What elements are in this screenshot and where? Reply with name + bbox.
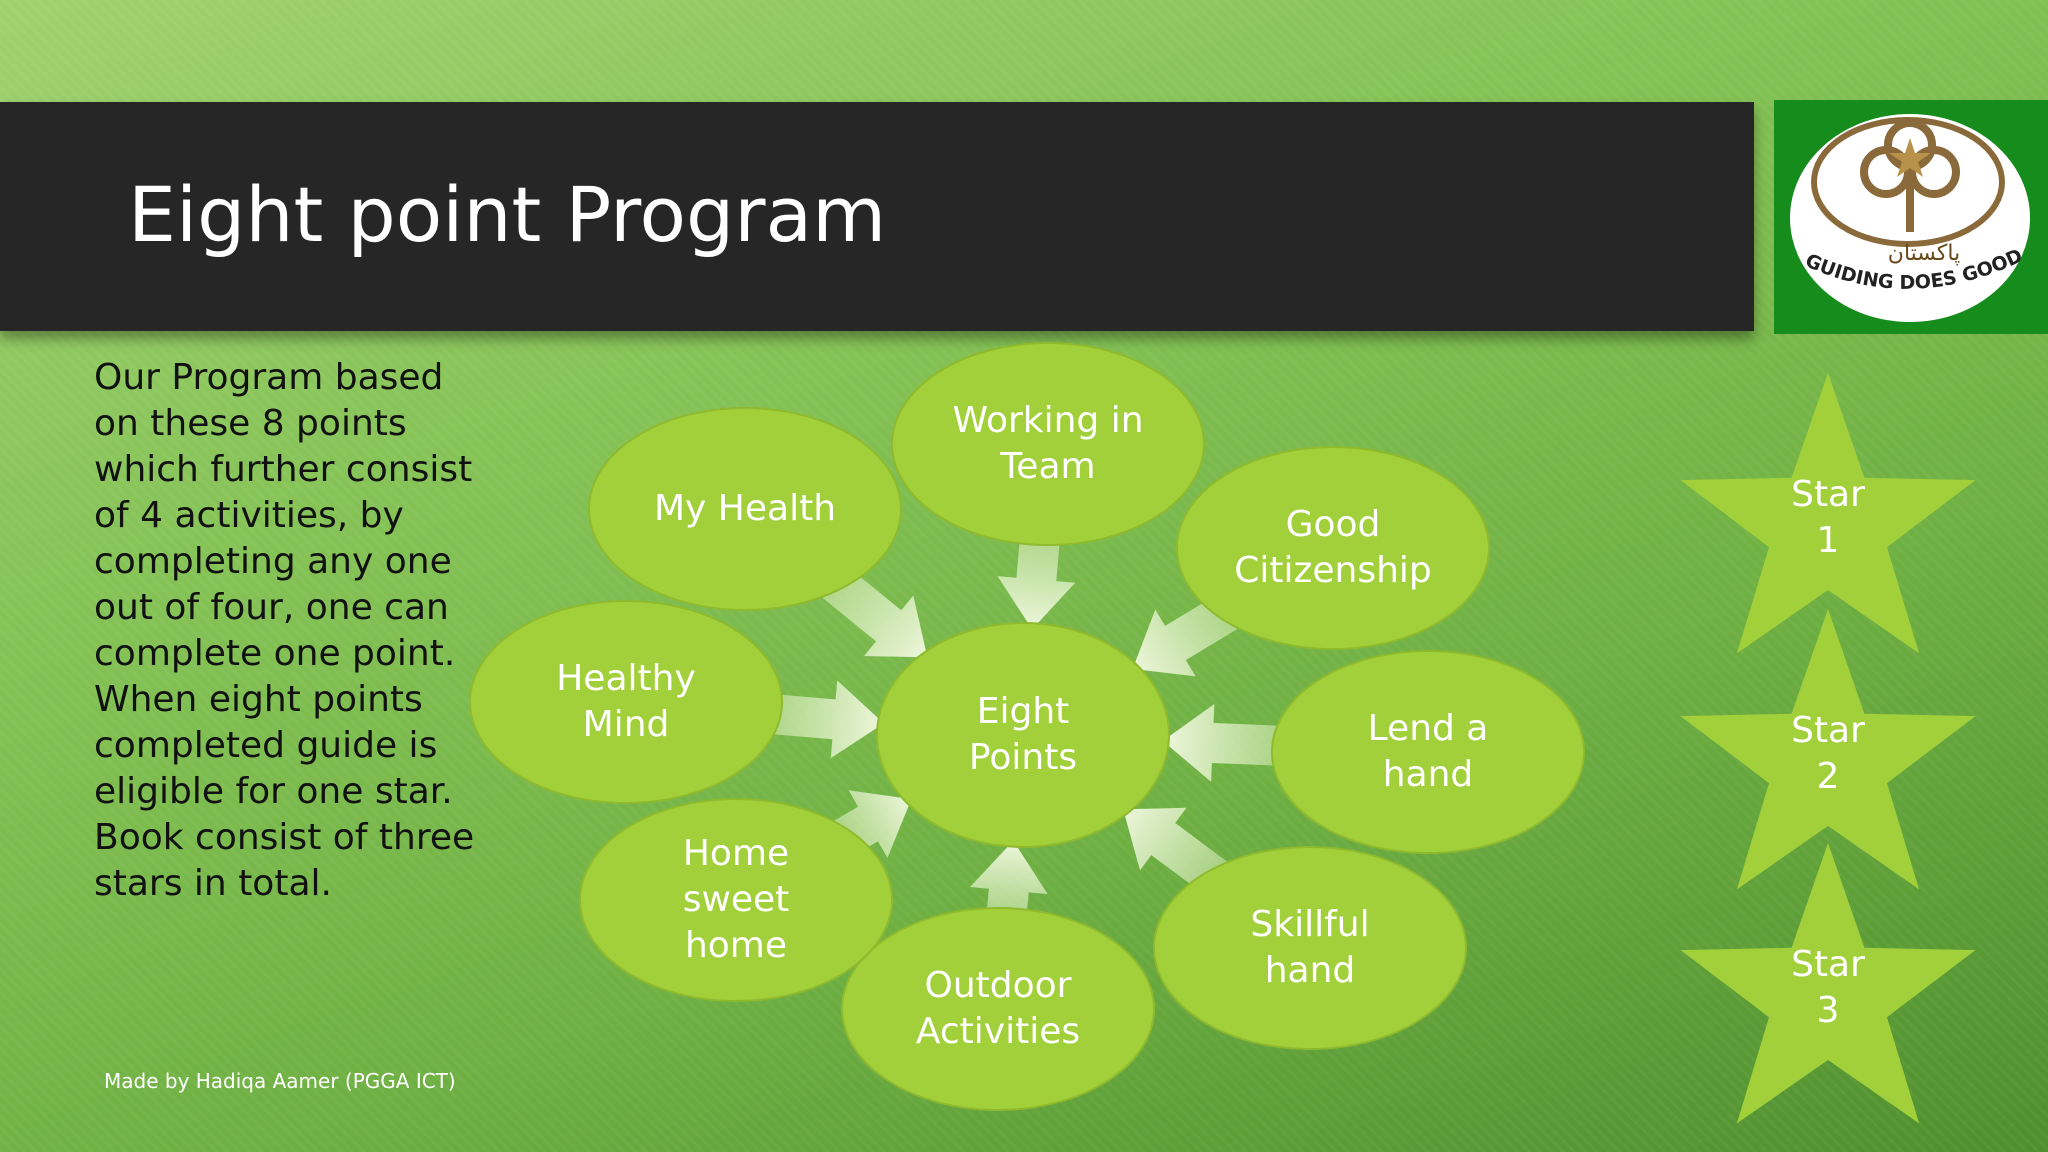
- title-bar: [0, 102, 1754, 331]
- point-node-outdoor-activities: [841, 907, 1155, 1111]
- point-label-home-sweet-home: Home sweet home: [682, 833, 790, 966]
- point-node-my-health: [588, 407, 902, 611]
- point-node-home-sweet-home: [579, 798, 893, 1002]
- star-2-label: Star 2: [1791, 710, 1865, 797]
- credit-text: Made by Hadiqa Aamer (PGGA ICT): [104, 1069, 456, 1093]
- arrow-my-health: [820, 564, 928, 658]
- point-node-working-in-team: [891, 342, 1205, 546]
- point-node-healthy-mind: [469, 600, 783, 804]
- arrow-good-citizenship: [1132, 593, 1240, 677]
- star-1-icon: [1680, 373, 1976, 654]
- page-title: Eight point Program: [128, 170, 887, 259]
- star-3-label: Star 3: [1791, 944, 1865, 1031]
- arrow-skillful-hand: [1123, 807, 1230, 896]
- point-label-outdoor-activities: Outdoor Activities: [915, 965, 1081, 1052]
- arrow-healthy-mind: [767, 680, 884, 759]
- star-1-label: Star 1: [1791, 474, 1865, 561]
- center-node: [876, 622, 1170, 848]
- guiding-logo-icon: پاکستان GUIDING DOES GOOD: [1790, 114, 2030, 322]
- description-text: Our Program based on these 8 points whic…: [94, 357, 475, 904]
- logo: پاکستان GUIDING DOES GOOD: [1774, 100, 2048, 334]
- point-label-skillful-hand: Skillful hand: [1250, 904, 1370, 991]
- point-node-skillful-hand: [1153, 846, 1467, 1050]
- svg-text:پاکستان: پاکستان: [1888, 241, 1960, 266]
- star-3-icon: [1680, 843, 1976, 1124]
- point-node-lend-a-hand: [1271, 650, 1585, 854]
- center-label: Eight Points: [968, 691, 1078, 778]
- arrow-outdoor-activities: [969, 840, 1048, 922]
- arrow-working-in-team: [997, 531, 1076, 630]
- point-node-good-citizenship: [1176, 446, 1490, 650]
- arrow-lend-a-hand: [1162, 703, 1286, 782]
- star-2-icon: [1680, 609, 1976, 890]
- point-label-working-in-team: Working in Team: [952, 400, 1144, 487]
- point-label-good-citizenship: Good Citizenship: [1234, 504, 1432, 591]
- point-label-healthy-mind: Healthy Mind: [556, 658, 696, 745]
- point-label-lend-a-hand: Lend a hand: [1367, 708, 1489, 795]
- point-label-my-health: My Health: [653, 488, 837, 529]
